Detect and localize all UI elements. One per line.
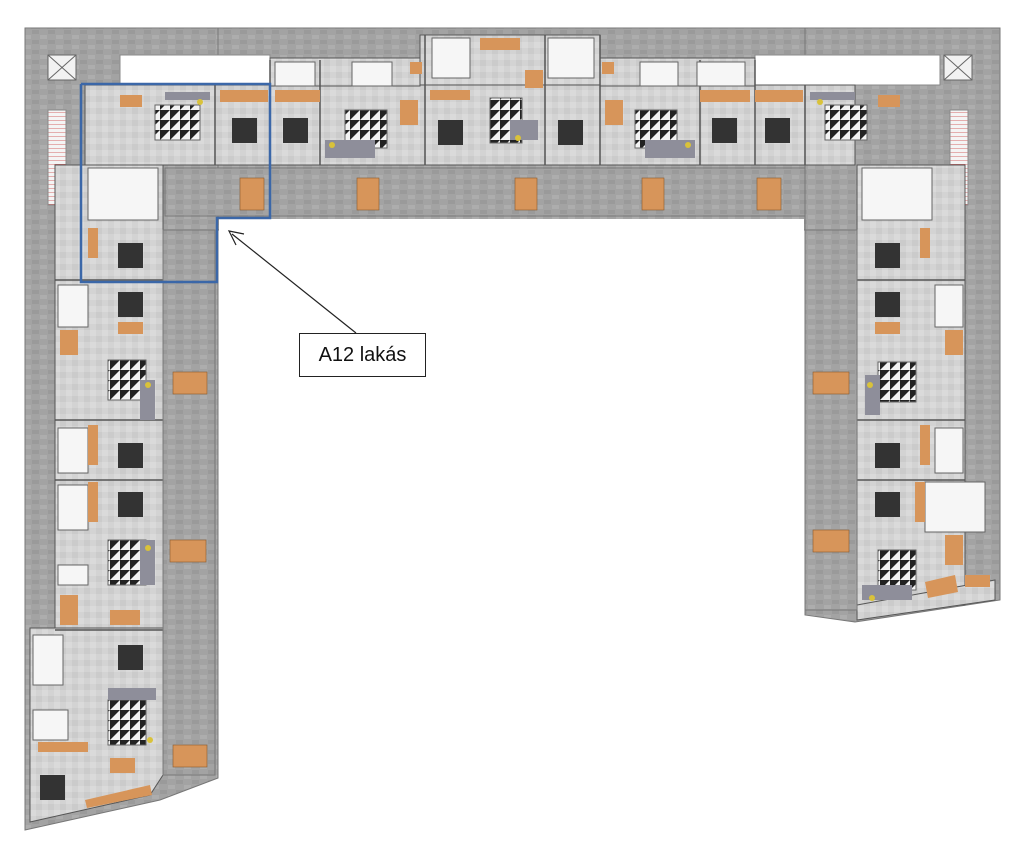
- left-corridor: [162, 229, 216, 776]
- right-corridor: [804, 229, 858, 611]
- top-corridor: [164, 167, 806, 217]
- balcony-gaps: [119, 54, 941, 86]
- top-row-apartments: [84, 34, 900, 166]
- watermark: ofi ingatlan.com: [388, 546, 582, 571]
- apartment-callout-label: A12 lakás: [299, 333, 426, 377]
- arrow-icon: [227, 230, 357, 334]
- right-wing-apartments: [856, 164, 996, 621]
- left-wing-apartments: [29, 164, 164, 823]
- a12-highlight-outline: [79, 82, 272, 284]
- apartment-callout-text: A12 lakás: [318, 343, 407, 366]
- courtyard: [219, 219, 804, 847]
